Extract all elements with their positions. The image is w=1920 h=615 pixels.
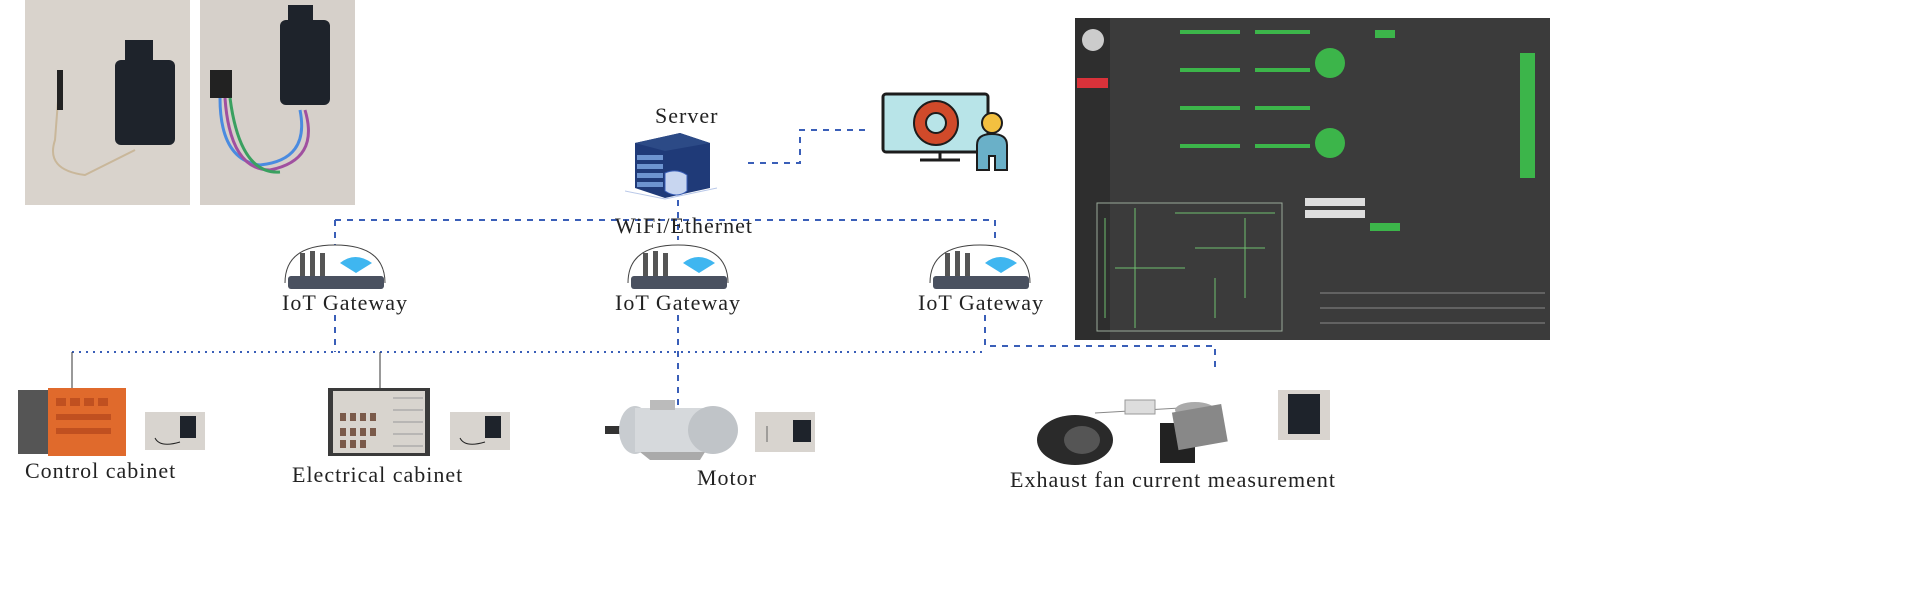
device-label-motor: Motor [697,465,757,490]
motor-image [605,400,738,460]
control-cabinet-image [18,388,126,456]
exhaust-fan-measurement-image [1037,390,1330,465]
gateway3-down-link [984,315,1216,370]
monitoring-dashboard-screenshot [1075,18,1550,340]
iot-gateway-label: IoT Gateway [615,290,742,315]
device-label-control-cabinet: Control cabinet [25,458,177,483]
monitoring-user-icon [881,92,1008,171]
electrical-cabinet-image [328,388,430,456]
device-label-electrical-cabinet: Electrical cabinet [292,462,464,487]
sensor-photo [755,412,815,452]
sensor-photo [145,412,205,450]
wifi-ethernet-label: WiFi/Ethernet [615,213,753,238]
iot-gateway-label: IoT Gateway [282,290,409,315]
sensor-photo-probe [25,0,190,205]
iot-gateway-label: IoT Gateway [918,290,1045,315]
iot-gateway-icon [627,244,729,289]
iot-gateway-icon [284,244,386,289]
sensor-photo-clamp [200,0,355,205]
server-icon [625,133,718,200]
iot-gateway-icon [929,244,1031,289]
sensor-photo [450,412,510,450]
wifi-bus-line [335,219,996,240]
server-to-monitor-link [748,129,868,164]
server-label: Server [655,103,719,128]
device-label-exhaust-fan: Exhaust fan current measurement [1010,467,1337,492]
